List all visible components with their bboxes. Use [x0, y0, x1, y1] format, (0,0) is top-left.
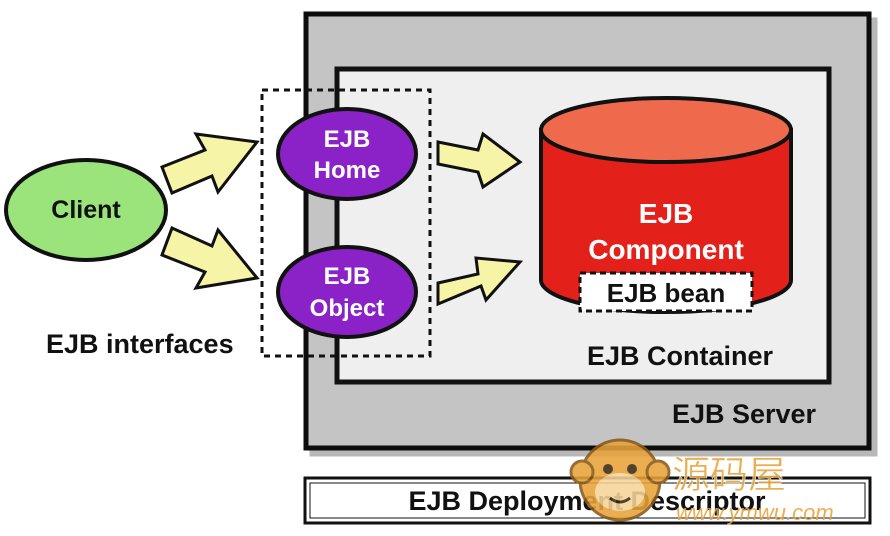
ejb-server-label: EJB Server	[672, 399, 817, 429]
ejb-object-node	[276, 245, 418, 339]
ejb-interfaces-label: EJB interfaces	[46, 329, 234, 359]
ejb-bean-label: EJB bean	[607, 278, 726, 308]
component-label-line2: Component	[588, 234, 744, 265]
component-label-line1: EJB	[639, 198, 693, 229]
watermark-url: www.ymwu.com	[676, 500, 834, 525]
ejb-component-cylinder	[539, 96, 793, 314]
client-label: Client	[51, 196, 121, 224]
client-node	[4, 158, 168, 262]
client-to-home-arrow	[160, 132, 260, 196]
ejb-container-label: EJB Container	[587, 341, 774, 371]
client-to-object-arrow	[160, 225, 260, 290]
ejb-bean-box	[578, 271, 754, 313]
ejb-interfaces-group	[260, 88, 432, 358]
ejb-home-label-line1: EJB	[324, 126, 371, 153]
monkey-face-icon	[569, 438, 671, 522]
ejb-object-label-line2: Object	[310, 295, 385, 322]
ejb-object-label-line1: EJB	[324, 263, 371, 290]
ejb-home-label-line2: Home	[314, 157, 381, 184]
watermark-title: 源码屋	[672, 453, 786, 497]
ejb-home-node	[276, 107, 418, 201]
object-to-component-arrow	[436, 256, 524, 307]
home-to-component-arrow	[436, 131, 523, 190]
watermark: 源码屋 www.ymwu.com	[569, 438, 834, 525]
